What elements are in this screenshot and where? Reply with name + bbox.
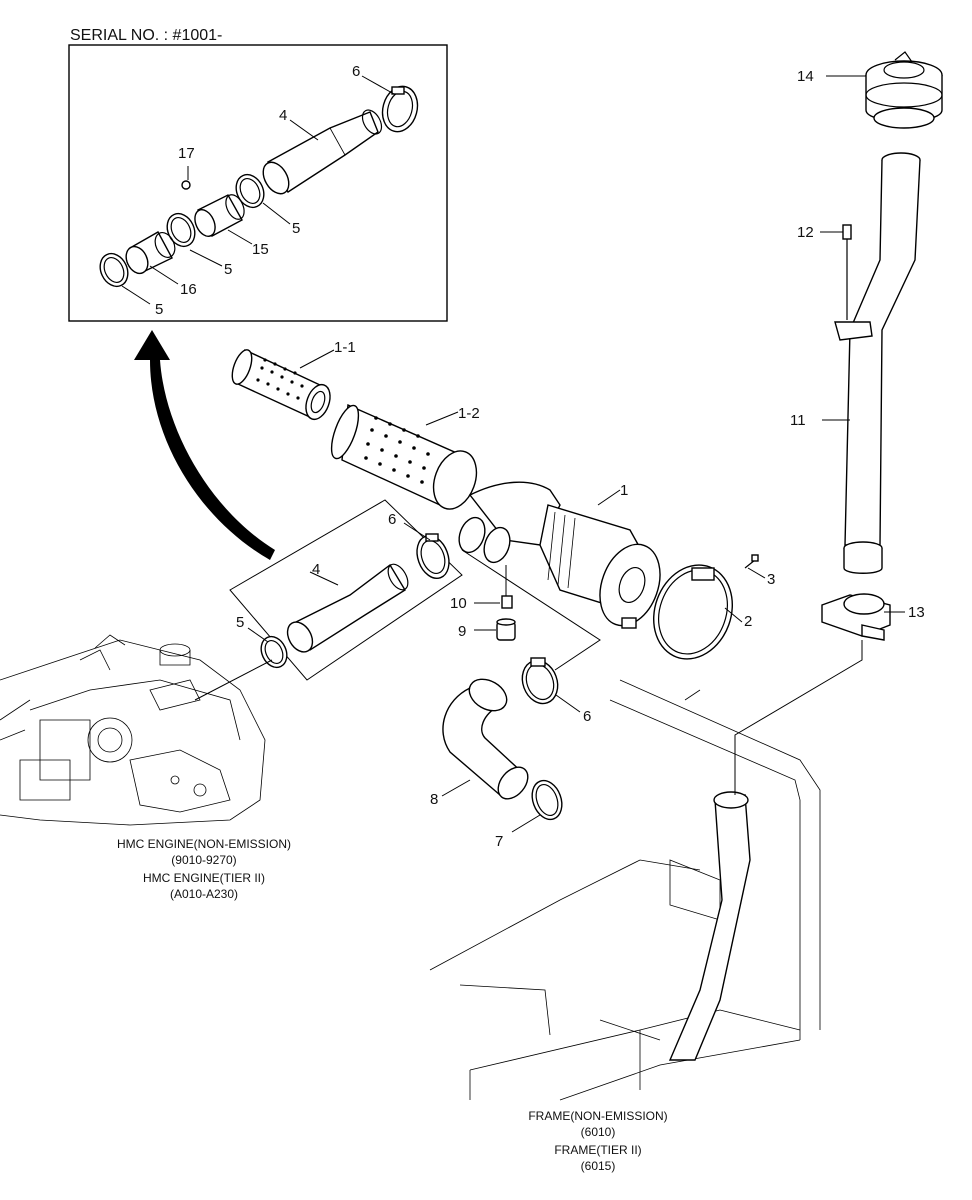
intake-pipe-11 xyxy=(843,152,921,574)
inset-clamp-6 xyxy=(381,85,419,133)
inset-clamp-5a xyxy=(235,173,265,209)
engine-sketch xyxy=(0,634,266,826)
connection-line xyxy=(461,549,601,671)
engine-caption-4: (A010-A230) xyxy=(170,887,238,901)
mounting-band-2 xyxy=(652,564,734,660)
inset-sleeve-15 xyxy=(194,194,245,237)
pointer-arrow xyxy=(134,330,275,560)
callout-1-2: 1-2 xyxy=(458,405,480,422)
inset-box xyxy=(68,44,448,322)
callout-9: 9 xyxy=(458,623,466,640)
serial-number-label: SERIAL NO. : #1001- xyxy=(70,27,222,44)
clamp-7 xyxy=(531,779,563,821)
pre-cleaner-cap-14 xyxy=(865,51,943,129)
callout-inset-5a: 5 xyxy=(292,220,300,237)
callout-inset-5b: 5 xyxy=(224,261,232,278)
inset-sleeve-16 xyxy=(125,231,176,275)
callout-6b: 6 xyxy=(583,708,591,725)
callout-inset-4: 4 xyxy=(279,107,287,124)
callout-10: 10 xyxy=(450,595,467,612)
engine-leader xyxy=(194,659,273,701)
callout-inset-6: 6 xyxy=(352,63,360,80)
callout-11: 11 xyxy=(790,412,806,429)
callout-1: 1 xyxy=(620,482,628,499)
indicator-9 xyxy=(496,618,516,641)
frame-sketch xyxy=(429,679,821,1101)
frame-caption-2: (6010) xyxy=(581,1125,616,1139)
inset-clamp-5b xyxy=(166,212,196,248)
engine-caption-3: HMC ENGINE(TIER II) xyxy=(143,871,265,885)
callout-3: 3 xyxy=(767,571,775,588)
pipe-clamp-13 xyxy=(821,593,891,641)
callout-inset-17: 17 xyxy=(178,145,195,162)
callout-1-1: 1-1 xyxy=(334,339,356,356)
fitting-10 xyxy=(501,595,513,609)
inset-nipple-17 xyxy=(181,166,191,190)
callout-14: 14 xyxy=(797,68,814,85)
callout-4: 4 xyxy=(312,561,320,578)
frame-caption-1: FRAME(NON-EMISSION) xyxy=(528,1109,667,1123)
callout-7: 7 xyxy=(495,833,503,850)
callout-inset-16: 16 xyxy=(180,281,197,298)
inset-clamp-5c xyxy=(99,252,129,288)
frame-caption-4: (6015) xyxy=(581,1159,616,1173)
elbow-hose-8 xyxy=(442,678,529,800)
clamp-6-lower xyxy=(521,657,559,705)
air-cleaner-1 xyxy=(468,481,661,629)
inset-leader-lines xyxy=(121,75,395,305)
clamp-6-box xyxy=(416,533,450,580)
bolt-3 xyxy=(744,554,759,569)
inner-filter-1-1 xyxy=(231,348,331,421)
callout-5: 5 xyxy=(236,614,244,631)
callout-inset-5c: 5 xyxy=(155,301,163,318)
callout-8: 8 xyxy=(430,791,438,808)
callout-13: 13 xyxy=(908,604,925,621)
reducer-hose-4 xyxy=(286,563,409,653)
engine-caption-1: HMC ENGINE(NON-EMISSION) xyxy=(117,837,291,851)
callout-6a: 6 xyxy=(388,511,396,528)
air-cleaner-outlet xyxy=(458,516,511,564)
callout-12: 12 xyxy=(797,224,814,241)
frame-caption-3: FRAME(TIER II) xyxy=(554,1143,641,1157)
callout-2: 2 xyxy=(744,613,752,630)
frame-connection-line xyxy=(734,640,863,795)
inset-hose-4 xyxy=(262,109,383,195)
outer-filter-1-2 xyxy=(330,403,478,510)
engine-caption-2: (9010-9270) xyxy=(171,853,236,867)
callout-inset-15: 15 xyxy=(252,241,269,258)
bolt-12 xyxy=(834,224,873,341)
frame-intake-pipe xyxy=(668,791,751,1061)
clamp-5-box xyxy=(260,635,288,669)
